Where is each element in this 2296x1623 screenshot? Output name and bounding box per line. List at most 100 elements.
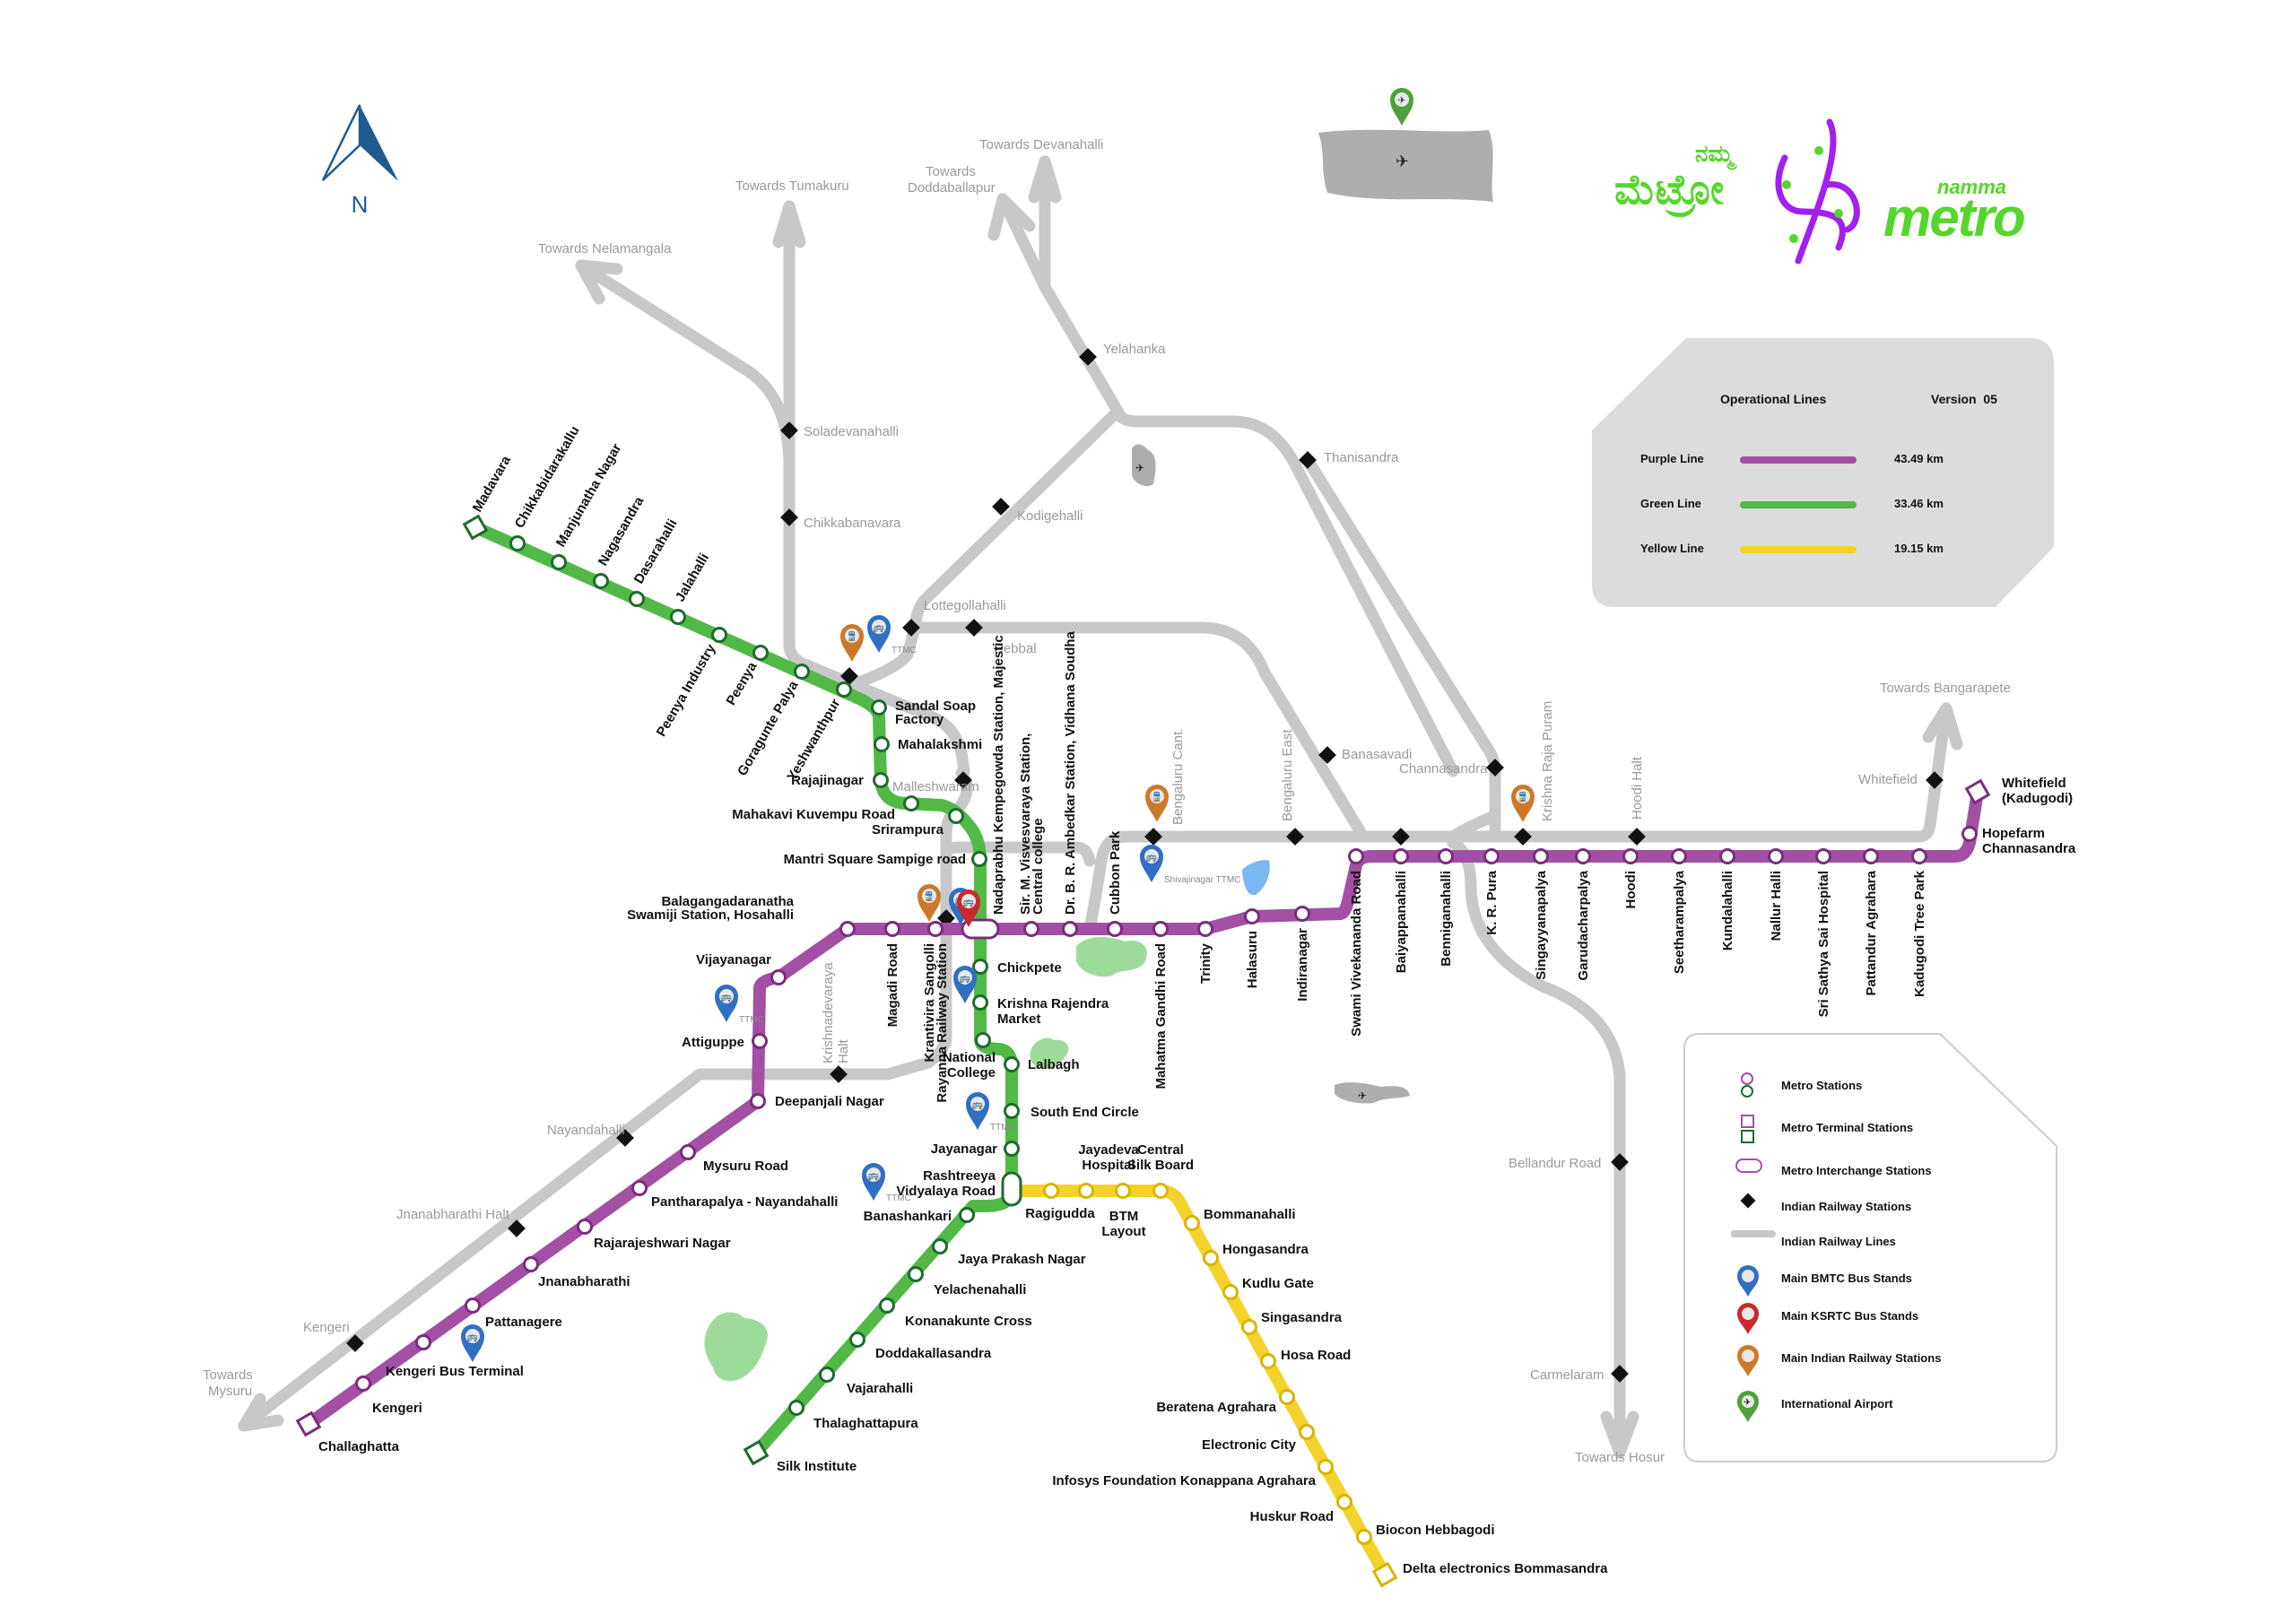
metro-station[interactable] — [711, 627, 727, 643]
metro-station[interactable] — [849, 1332, 865, 1348]
metro-station[interactable] — [1318, 1459, 1334, 1475]
metro-station[interactable] — [908, 1266, 924, 1282]
metro-terminal-station[interactable] — [1964, 778, 1991, 805]
metro-station[interactable] — [1336, 1494, 1352, 1510]
metro-station[interactable] — [509, 535, 526, 551]
metro-interchange-station[interactable] — [961, 918, 1000, 940]
metro-terminal-station[interactable] — [743, 1439, 770, 1466]
metro-station[interactable] — [1004, 1056, 1020, 1072]
metro-station[interactable] — [1768, 848, 1784, 864]
metro-station[interactable] — [1961, 826, 1978, 842]
metro-station[interactable] — [788, 1400, 804, 1416]
metro-station[interactable] — [1260, 1353, 1276, 1369]
metro-station[interactable] — [839, 921, 856, 937]
metro-station[interactable] — [1184, 1215, 1200, 1231]
metro-station[interactable] — [770, 969, 787, 985]
metro-station[interactable] — [1222, 1284, 1239, 1300]
metro-station[interactable] — [871, 699, 887, 716]
metro-station[interactable] — [1152, 921, 1169, 937]
metro-terminal-station[interactable] — [462, 514, 489, 541]
metro-station[interactable] — [523, 1256, 539, 1272]
metro-station[interactable] — [1023, 921, 1039, 937]
metro-station[interactable] — [752, 1033, 768, 1049]
metro-station[interactable] — [1719, 848, 1735, 864]
metro-station[interactable] — [903, 795, 919, 812]
metro-station[interactable] — [1299, 1424, 1315, 1440]
metro-station[interactable] — [1004, 1103, 1020, 1119]
metro-station[interactable] — [927, 921, 944, 937]
metro-station[interactable] — [1863, 848, 1879, 864]
metro-station[interactable] — [680, 1144, 696, 1160]
metro-station[interactable] — [1393, 848, 1409, 864]
railway-pin-icon[interactable]: 🚆 — [840, 624, 864, 662]
railway-pin-icon[interactable]: 🚆 — [1511, 785, 1535, 822]
metro-station[interactable] — [1533, 848, 1549, 864]
metro-station[interactable] — [1575, 848, 1591, 864]
metro-station[interactable] — [1356, 1529, 1372, 1545]
metro-station[interactable] — [836, 681, 852, 698]
ksrtc-pin-icon[interactable]: 🚌 — [957, 890, 980, 927]
station-label: Benniganahalli — [1439, 871, 1454, 967]
metro-station[interactable] — [1294, 906, 1310, 922]
railway-pin-icon[interactable]: 🚆 — [1145, 785, 1169, 822]
metro-station[interactable] — [1043, 1183, 1059, 1199]
railway-station-label: Krishnadevaraya — [821, 962, 836, 1063]
railway-pin-icon[interactable]: 🚆 — [918, 884, 941, 922]
metro-terminal-station[interactable] — [295, 1410, 322, 1437]
bmtc-pin-icon[interactable]: 🚌 — [461, 1324, 484, 1362]
metro-station[interactable] — [1438, 848, 1454, 864]
metro-station[interactable] — [972, 994, 988, 1011]
metro-station[interactable] — [1241, 1319, 1257, 1335]
metro-station[interactable] — [971, 851, 987, 867]
metro-station[interactable] — [1197, 921, 1213, 937]
metro-station[interactable] — [750, 1093, 766, 1109]
metro-station[interactable] — [879, 1298, 895, 1314]
metro-station[interactable] — [932, 1238, 948, 1254]
metro-station[interactable] — [975, 1032, 991, 1048]
metro-station[interactable] — [1348, 848, 1364, 864]
bmtc-pin-icon[interactable]: 🚌 — [1140, 845, 1163, 882]
metro-station[interactable] — [1279, 1389, 1295, 1405]
metro-station[interactable] — [465, 1298, 481, 1314]
metro-station[interactable] — [972, 959, 988, 975]
bmtc-pin-icon[interactable]: 🚌 — [715, 985, 738, 1022]
bmtc-pin-icon[interactable]: 🚌 — [966, 1092, 989, 1130]
metro-station[interactable] — [819, 1367, 835, 1383]
metro-station[interactable] — [1004, 1141, 1020, 1157]
bmtc-pin-icon[interactable]: 🚌 — [953, 966, 977, 1003]
metro-station[interactable] — [1078, 1183, 1094, 1199]
svg-text:✈: ✈ — [1398, 96, 1405, 106]
metro-station[interactable] — [629, 591, 645, 607]
metro-station[interactable] — [1815, 848, 1831, 864]
metro-station[interactable] — [1671, 848, 1687, 864]
metro-station[interactable] — [884, 921, 900, 937]
bmtc-pin-icon[interactable]: 🚌 — [862, 1163, 885, 1201]
metro-station[interactable] — [1483, 848, 1500, 864]
metro-station[interactable] — [1152, 1183, 1169, 1199]
metro-station[interactable] — [1203, 1250, 1219, 1266]
metro-station[interactable] — [631, 1180, 648, 1196]
metro-station[interactable] — [670, 609, 686, 625]
metro-station[interactable] — [752, 645, 769, 661]
metro-station[interactable] — [1062, 921, 1078, 937]
metro-station[interactable] — [551, 554, 567, 570]
metro-station[interactable] — [948, 808, 964, 824]
metro-station[interactable] — [1911, 848, 1927, 864]
metro-station[interactable] — [415, 1334, 431, 1350]
metro-station[interactable] — [593, 573, 609, 589]
metro-station[interactable] — [874, 736, 890, 752]
metro-station[interactable] — [577, 1219, 593, 1235]
airport-pin-icon[interactable]: ✈ — [1390, 88, 1413, 126]
metro-station[interactable] — [959, 1207, 975, 1223]
metro-station[interactable] — [1115, 1183, 1131, 1199]
metro-station[interactable] — [1244, 908, 1260, 924]
metro-station[interactable] — [873, 772, 889, 788]
station-label: Magadi Road — [885, 943, 900, 1027]
bmtc-pin-icon[interactable]: 🚌 — [867, 615, 891, 653]
metro-station[interactable] — [1107, 921, 1123, 937]
metro-station[interactable] — [794, 664, 810, 680]
metro-station[interactable] — [355, 1376, 371, 1392]
metro-interchange-station[interactable] — [1001, 1171, 1022, 1207]
metro-station[interactable] — [1622, 848, 1639, 864]
metro-terminal-station[interactable] — [1371, 1561, 1398, 1588]
